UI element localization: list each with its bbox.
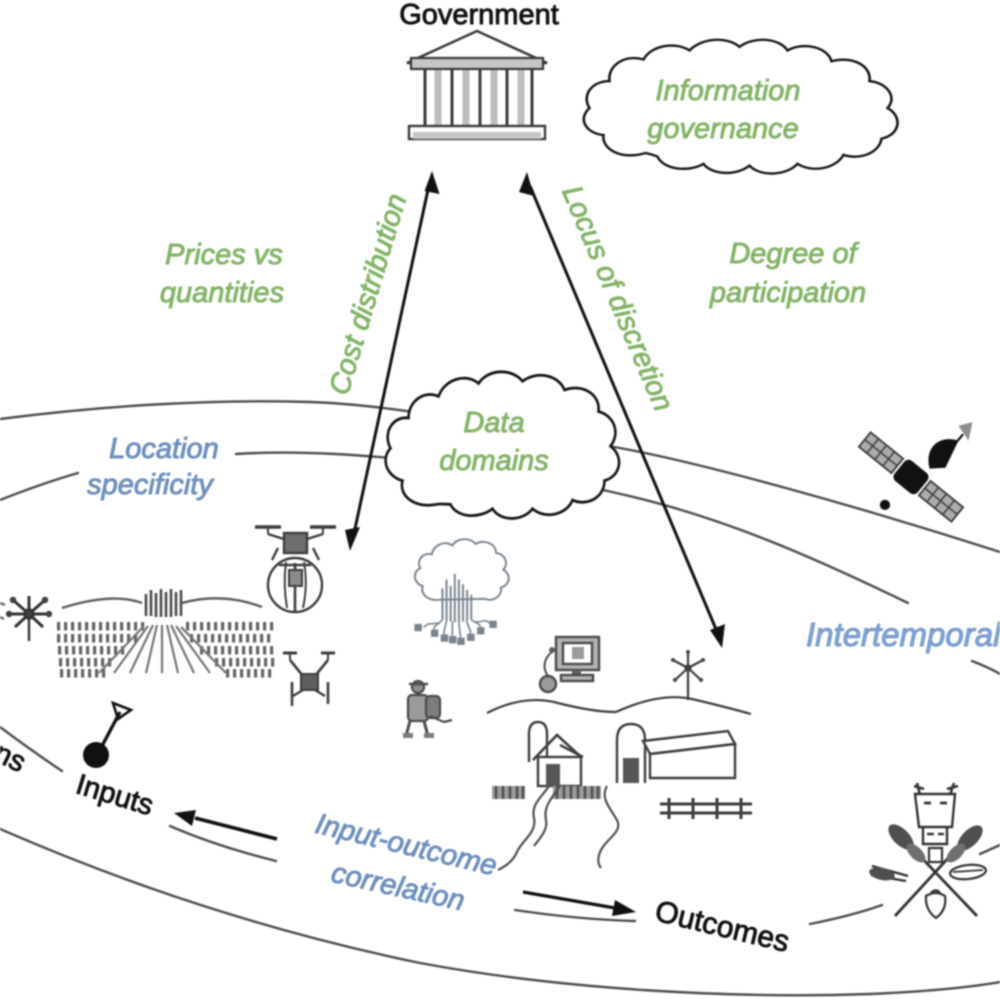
svg-text:ns: ns	[0, 737, 31, 779]
svg-text:Inputs: Inputs	[72, 769, 157, 823]
svg-text:participation: participation	[709, 277, 866, 309]
svg-text:Intertemporal s: Intertemporal s	[806, 616, 1000, 653]
svg-text:Outcomes: Outcomes	[652, 895, 793, 959]
svg-text:Locus of discretion: Locus of discretion	[555, 181, 679, 416]
svg-text:Government: Government	[399, 0, 559, 31]
svg-text:domains: domains	[439, 445, 549, 477]
svg-text:Degree of: Degree of	[729, 238, 859, 270]
svg-text:specificity: specificity	[87, 469, 214, 501]
svg-text:Cost distribution: Cost distribution	[324, 190, 414, 398]
svg-text:Location: Location	[109, 433, 219, 465]
svg-text:Prices vs: Prices vs	[165, 239, 283, 271]
svg-text:Data: Data	[463, 407, 524, 439]
svg-text:governance: governance	[647, 113, 799, 145]
svg-text:quantities: quantities	[160, 277, 284, 309]
svg-text:Information: Information	[655, 75, 800, 107]
